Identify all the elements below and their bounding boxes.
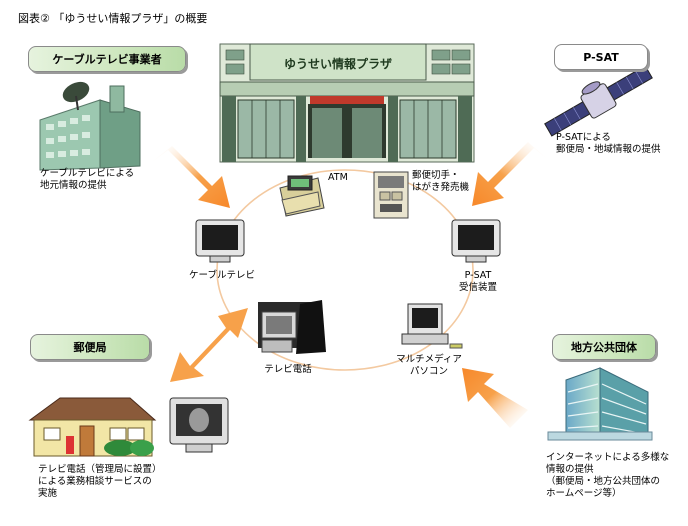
- box-psat: P-SAT: [554, 44, 648, 70]
- office-building-icon: [547, 367, 653, 441]
- monitor-icon: [195, 219, 245, 263]
- computer-icon: [401, 303, 463, 349]
- desc-psat: P-SATによる 郵便局・地域情報の提供: [556, 132, 661, 155]
- network-ring: [216, 169, 474, 371]
- tv-phone-icon: [258, 300, 326, 354]
- desc-local-gov: インターネットによる多様な 情報の提供 （郵便局・地方公共団体の ホームページ等…: [546, 452, 670, 499]
- desc-post-office: テレビ電話（管理局に設置） による業務相談サービスの 実施: [38, 464, 162, 499]
- post-office-building-icon: [28, 397, 157, 457]
- box-post-office: 郵便局: [30, 334, 150, 360]
- arrow-post-office-bidirectional: [170, 308, 248, 382]
- satellite-dish-building-icon: [39, 81, 141, 171]
- vending-label: 郵便切手・ はがき発売機: [412, 170, 470, 193]
- arrow-psat-to-plaza: [472, 142, 546, 206]
- figure-title: 図表② 「ゆうせい情報プラザ」の概要: [18, 12, 208, 25]
- desc-cable: ケーブルテレビによる 地元情報の提供: [40, 168, 135, 191]
- box-cable-operator: ケーブルテレビ事業者: [28, 46, 186, 72]
- label-multimedia-pc: マルチメディア パソコン: [396, 354, 462, 377]
- label-psat-receiver: P-SAT 受信装置: [458, 270, 497, 293]
- atm-icon: [279, 175, 325, 217]
- label-cable-tv: ケーブルテレビ: [189, 270, 255, 281]
- arrow-cable-to-plaza: [152, 146, 230, 208]
- monitor-icon: [451, 219, 501, 263]
- satellite-icon: [544, 65, 653, 137]
- tv-phone-icon: [169, 397, 229, 453]
- plaza-sign: ゆうせい情報プラザ: [283, 56, 392, 71]
- plaza-building-icon: [219, 43, 475, 163]
- vending-machine-icon: [373, 171, 409, 219]
- arrow-gov-to-pc: [462, 368, 528, 428]
- label-tv-phone: テレビ電話: [264, 364, 312, 375]
- box-local-government: 地方公共団体: [552, 334, 656, 360]
- atm-label: ATM: [328, 172, 348, 183]
